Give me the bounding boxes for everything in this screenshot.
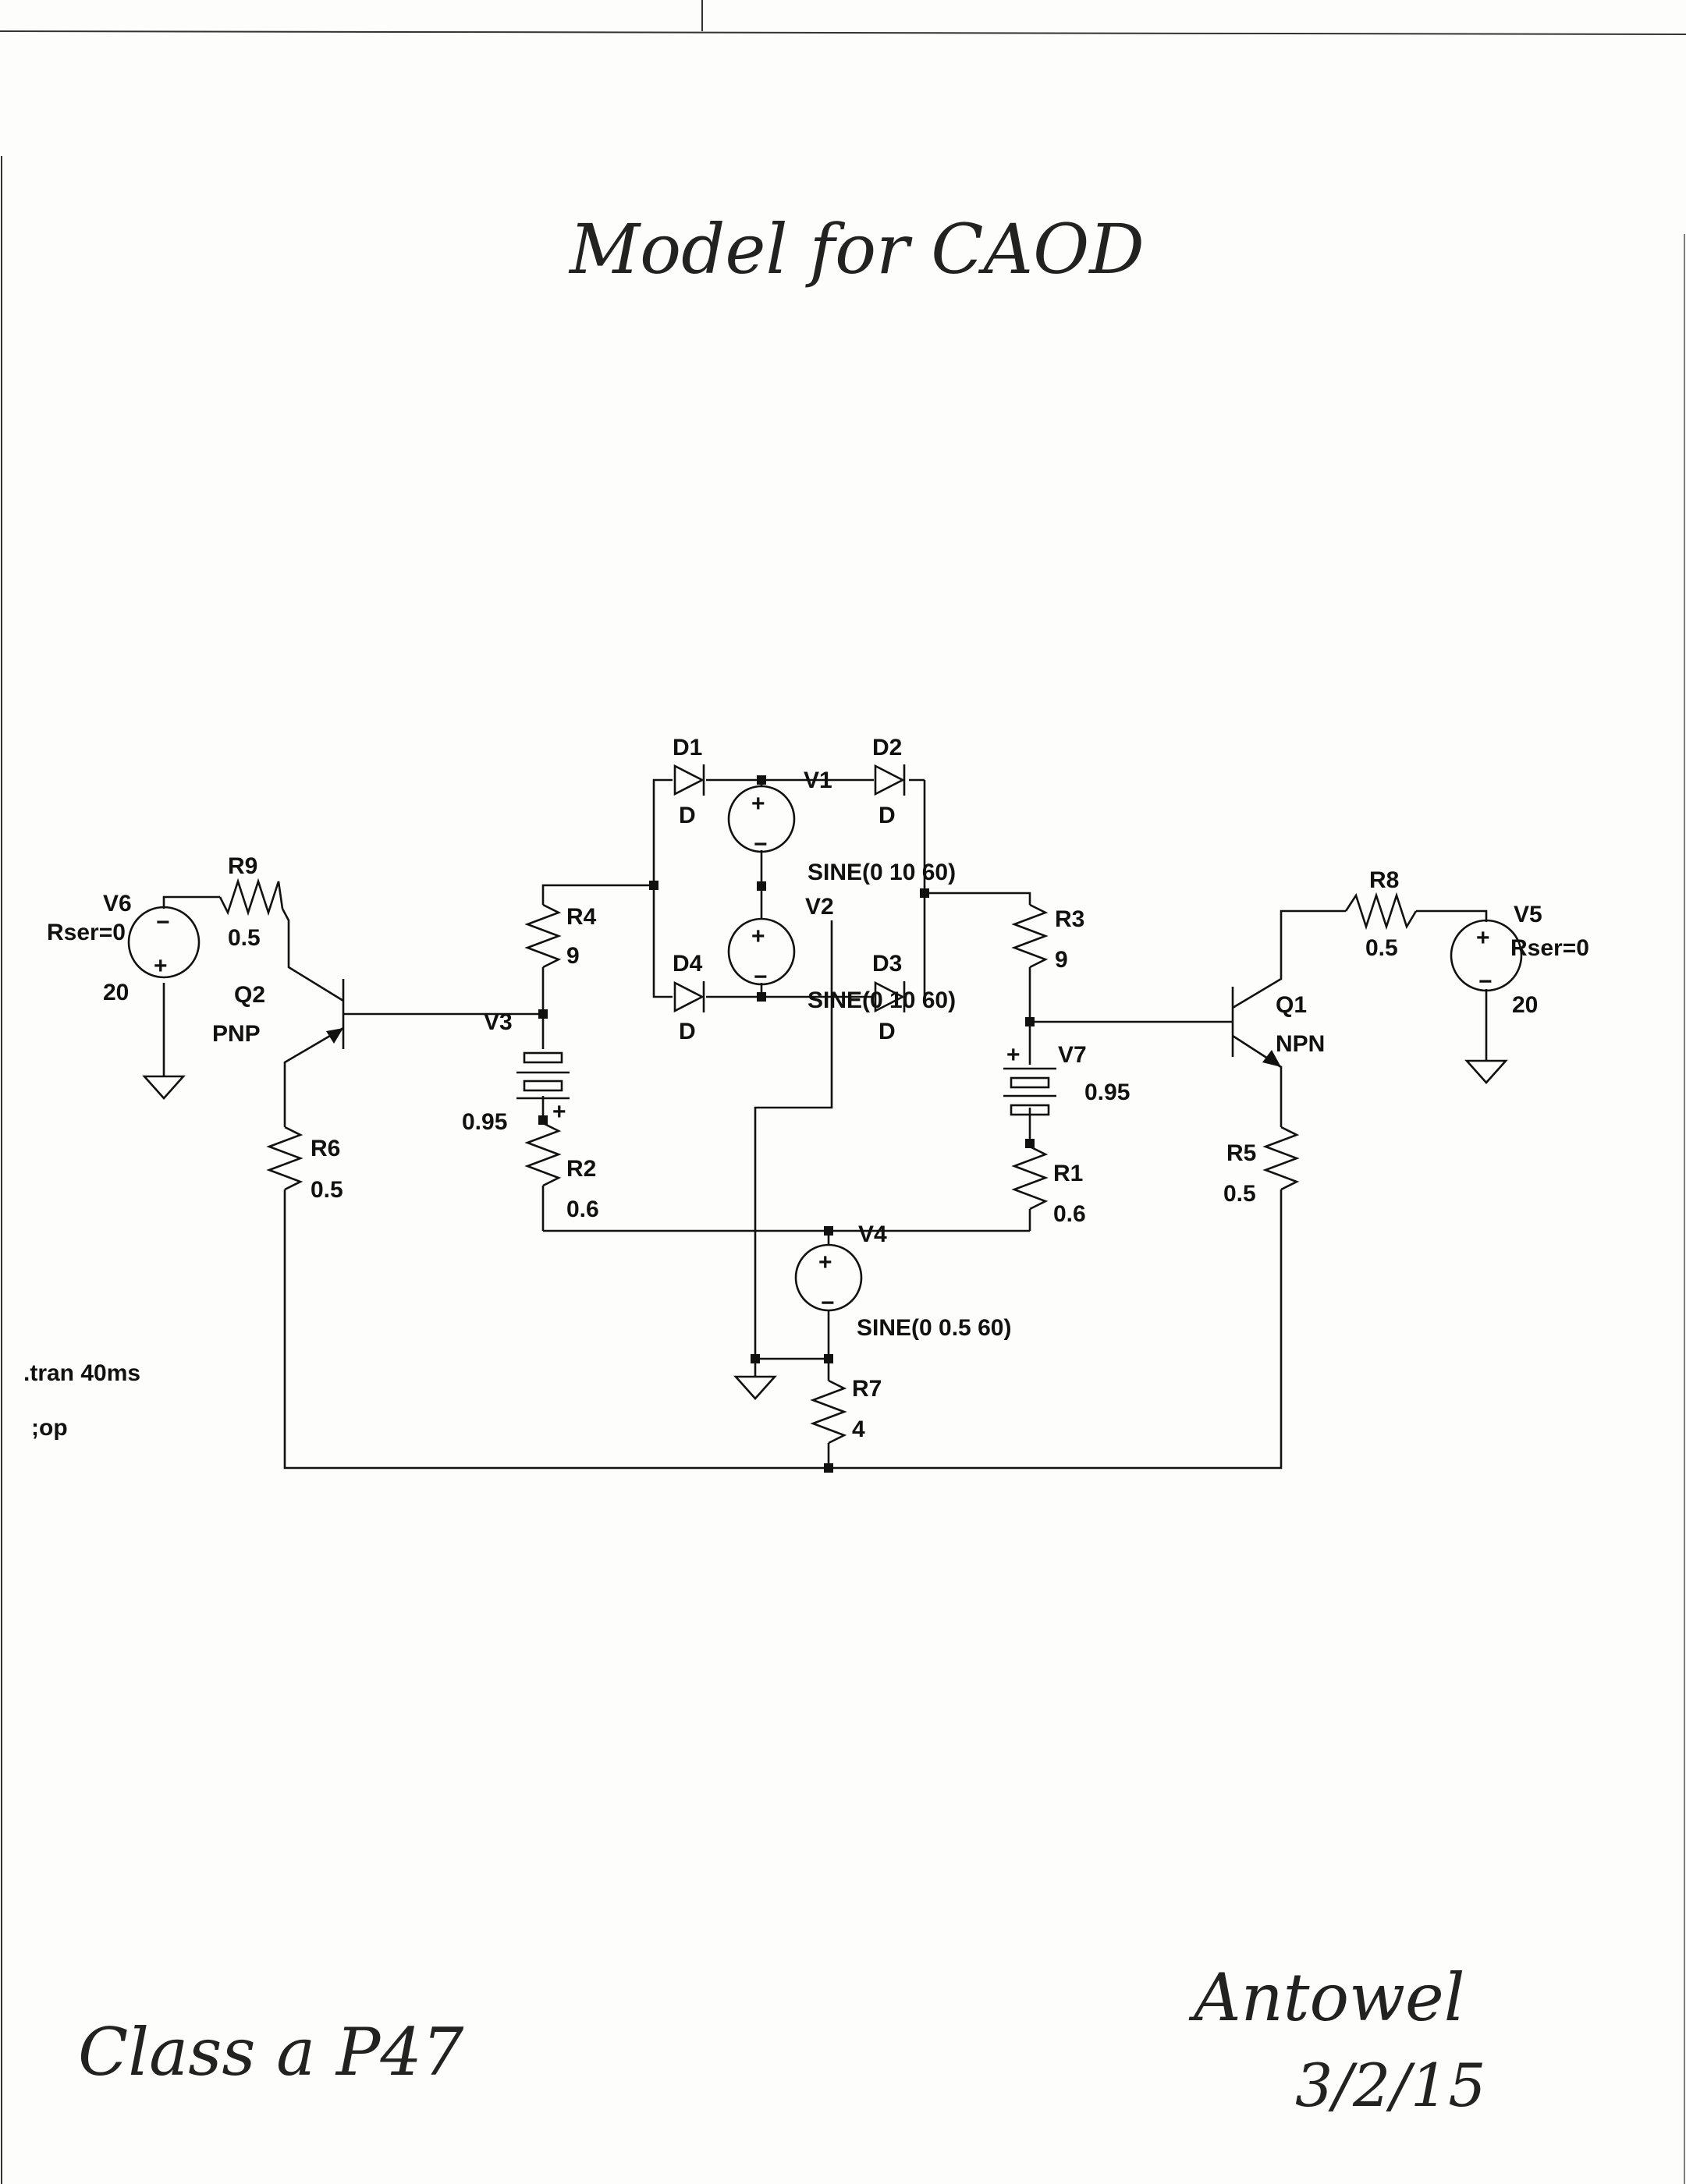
op-directive: ;op (31, 1415, 68, 1441)
svg-text:+: + (1006, 1042, 1020, 1068)
source-v6: − + V6 Rser=0 20 (47, 891, 201, 1005)
transistor-q1-npn: Q1 NPN (1231, 987, 1325, 1067)
v4-value: SINE(0 0.5 60) (857, 1315, 1011, 1341)
resistor-r1: R1 0.6 (1011, 1145, 1086, 1227)
r8-name: R8 (1369, 867, 1399, 893)
r3-value: 9 (1055, 947, 1068, 973)
d4-name: D4 (673, 951, 703, 977)
v7-name: V7 (1058, 1042, 1087, 1068)
r2-value: 0.6 (566, 1197, 599, 1222)
svg-text:+: + (818, 1250, 832, 1275)
r6-value: 0.5 (311, 1177, 343, 1203)
q1-value: NPN (1276, 1031, 1325, 1057)
ground-left (142, 1075, 186, 1100)
v2-value: SINE(0 10 60) (808, 987, 956, 1013)
r4-name: R4 (566, 904, 597, 930)
d1-name: D1 (673, 735, 702, 760)
q1-name: Q1 (1276, 992, 1307, 1018)
d2-value: D (878, 803, 896, 828)
v7-value: 0.95 (1084, 1080, 1130, 1105)
resistor-r8: R8 0.5 (1344, 867, 1418, 961)
resistor-r4: R4 9 (524, 903, 597, 969)
v6-name: V6 (103, 891, 132, 916)
svg-text:−: − (156, 909, 170, 935)
d2-name: D2 (872, 735, 902, 760)
handwritten-signature: Antowel (1188, 1959, 1465, 2036)
svg-text:−: − (1478, 969, 1493, 994)
svg-text:+: + (751, 791, 765, 817)
v1-name: V1 (804, 768, 832, 793)
diode-d4: D4 D (673, 951, 705, 1044)
r5-value: 0.5 (1223, 1181, 1256, 1207)
diode-d3: D3 D (872, 951, 906, 1044)
d3-name: D3 (872, 951, 902, 977)
r1-value: 0.6 (1053, 1201, 1086, 1227)
r8-value: 0.5 (1365, 935, 1398, 961)
r2-name: R2 (566, 1156, 596, 1182)
r3-name: R3 (1055, 906, 1084, 932)
diode-d1: D1 D (673, 735, 705, 828)
source-v4: + − V4 SINE(0 0.5 60) (794, 1221, 1011, 1341)
v6-rser: Rser=0 (47, 920, 126, 945)
resistor-r9: R9 0.5 (218, 853, 284, 951)
svg-text:+: + (751, 924, 765, 949)
junction-dots (538, 775, 1035, 1473)
v5-value: 20 (1512, 992, 1538, 1018)
svg-text:+: + (154, 953, 168, 979)
svg-text:−: − (754, 964, 768, 990)
q2-value: PNP (212, 1021, 261, 1047)
v4-name: V4 (858, 1221, 887, 1247)
source-v5: + − V5 Rser=0 20 (1450, 902, 1589, 1018)
d3-value: D (878, 1019, 896, 1044)
r1-name: R1 (1053, 1161, 1083, 1186)
d4-value: D (679, 1019, 696, 1044)
resistor-r6: R6 0.5 (266, 1126, 343, 1203)
svg-text:+: + (1476, 925, 1490, 951)
source-v2: + − V2 SINE(0 10 60) (727, 894, 956, 1013)
v1-value: SINE(0 10 60) (808, 860, 956, 885)
r4-value: 9 (566, 943, 580, 969)
battery-v3: V3 0.95 + (462, 1009, 570, 1135)
ground-right (1464, 1059, 1508, 1084)
resistor-r7: R7 4 (810, 1376, 882, 1445)
v3-name: V3 (484, 1009, 513, 1035)
handwritten-date: 3/2/15 (1295, 2051, 1486, 2120)
resistor-r5: R5 0.5 (1223, 1126, 1300, 1207)
v6-value: 20 (103, 980, 129, 1005)
ground-center (733, 1375, 777, 1400)
r7-value: 4 (852, 1416, 865, 1442)
r9-value: 0.5 (228, 925, 261, 951)
handwritten-class-note: Class a P47 (78, 2014, 464, 2090)
r5-name: R5 (1226, 1140, 1256, 1166)
resistor-r3: R3 9 (1011, 903, 1084, 973)
tran-directive: .tran 40ms (23, 1360, 140, 1386)
v5-name: V5 (1514, 902, 1542, 927)
v2-name: V2 (805, 894, 834, 920)
svg-text:−: − (754, 831, 768, 857)
v3-value: 0.95 (462, 1109, 507, 1135)
r7-name: R7 (852, 1376, 882, 1402)
battery-v7: + V7 0.95 (1003, 1042, 1130, 1116)
transistor-q2-pnp: Q2 PNP (212, 979, 345, 1049)
r9-name: R9 (228, 853, 257, 879)
svg-text:+: + (552, 1099, 566, 1125)
d1-value: D (679, 803, 696, 828)
v5-rser: Rser=0 (1510, 935, 1589, 961)
resistor-r2: R2 0.6 (524, 1122, 599, 1222)
handwritten-title: Model for CAOD (568, 209, 1145, 289)
svg-text:−: − (821, 1290, 835, 1316)
diode-d2: D2 D (872, 735, 906, 828)
r6-name: R6 (311, 1136, 340, 1161)
source-v1: + − V1 SINE(0 10 60) (727, 768, 956, 885)
q2-name: Q2 (234, 982, 265, 1008)
